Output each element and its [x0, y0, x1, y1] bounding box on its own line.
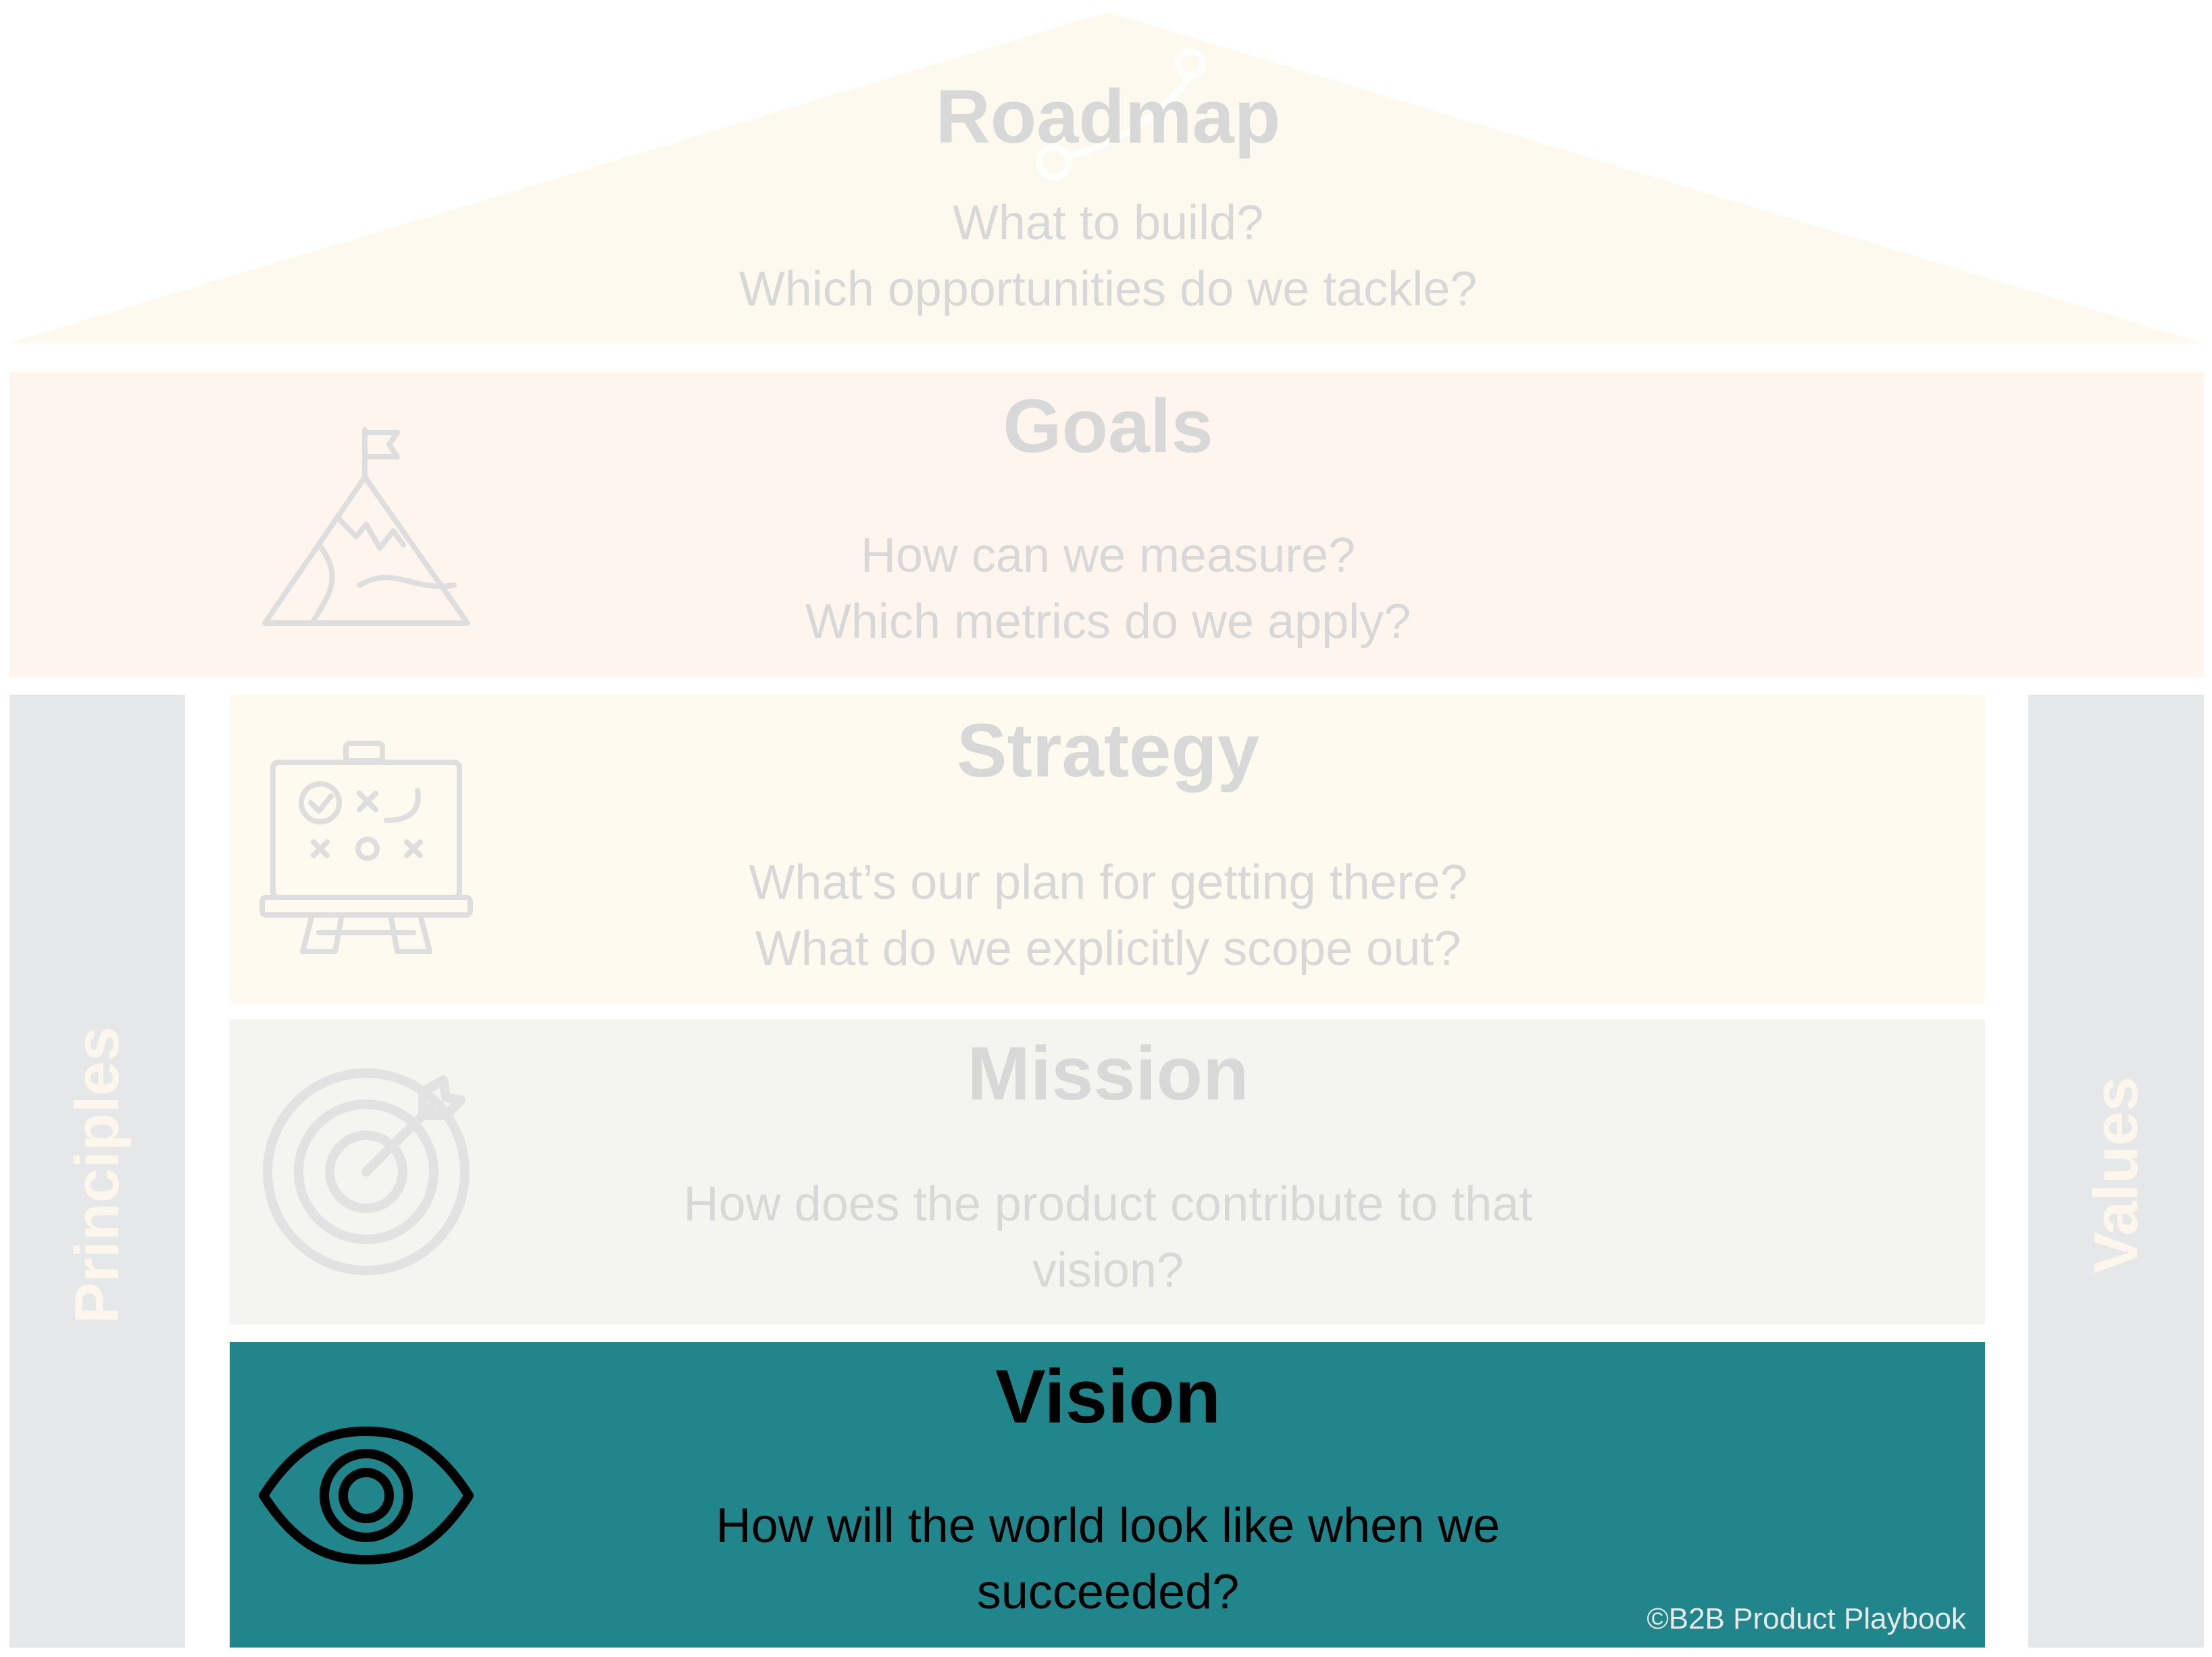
- strategy-band: [230, 695, 1985, 1004]
- vision-line-2: succeeded?: [976, 1565, 1240, 1619]
- roadmap-icon: [1036, 48, 1206, 180]
- goals-line-1: How can we measure?: [860, 528, 1356, 583]
- values-label: Values: [2082, 1077, 2151, 1274]
- principles-label: Principles: [63, 1027, 132, 1324]
- target-icon: [258, 1060, 474, 1276]
- roadmap-title: Roadmap: [935, 74, 1281, 159]
- whiteboard-plan-icon: [258, 739, 474, 956]
- mission-title: Mission: [967, 1031, 1249, 1116]
- roof-shape: [8, 12, 2204, 343]
- mission-line-2: vision?: [1032, 1243, 1184, 1297]
- vision-band: [230, 1342, 1985, 1648]
- eye-icon: [258, 1426, 474, 1565]
- roof: [8, 12, 2204, 343]
- mission-line-1: How does the product contribute to that: [683, 1177, 1533, 1231]
- mountain-flag-icon: [258, 423, 474, 626]
- principles-pillar: [9, 695, 185, 1648]
- goals-line-2: Which metrics do we apply?: [805, 595, 1411, 649]
- vision-line-1: How will the world look like when we: [715, 1499, 1501, 1553]
- strategy-title: Strategy: [956, 708, 1260, 793]
- goals-title: Goals: [1003, 384, 1213, 468]
- strategy-line-2: What do we explicitly scope out?: [755, 922, 1461, 976]
- roadmap-line-2: Which opportunities do we tackle?: [738, 262, 1478, 316]
- mission-band: [230, 1019, 1985, 1325]
- strategy-line-1: What’s our plan for getting there?: [749, 856, 1467, 910]
- goals-band: [9, 372, 2204, 677]
- vision-title: Vision: [995, 1354, 1222, 1439]
- roadmap-line-1: What to build?: [952, 196, 1264, 250]
- values-pillar: [2028, 695, 2204, 1648]
- copyright-notice: ©B2B Product Playbook: [1647, 1602, 1966, 1635]
